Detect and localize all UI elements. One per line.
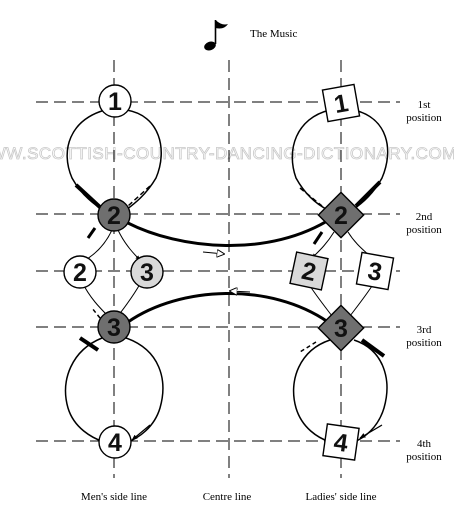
position-1-line2: position (406, 112, 442, 124)
man-2: 2 (97, 198, 131, 232)
man-2-ghost: 2 (63, 255, 97, 289)
lady-3-label: 3 (334, 315, 348, 343)
man-3: 3 (97, 310, 131, 344)
cross-arrow-down (125, 216, 333, 247)
man-1: 1 (98, 84, 132, 118)
svg-text:3: 3 (366, 257, 385, 287)
lady-2-label: 2 (334, 202, 348, 230)
lady-3-ghost: 3 (355, 251, 395, 291)
man-3-ghost: 3 (130, 255, 164, 289)
position-3-line2: position (406, 337, 442, 349)
svg-text:4: 4 (332, 428, 350, 458)
position-2-line1: 2nd (416, 211, 433, 223)
svg-text:1: 1 (108, 88, 122, 116)
svg-text:2: 2 (299, 257, 318, 287)
svg-text:3: 3 (107, 314, 121, 342)
cross-arrow-down-head (202, 252, 224, 254)
lady-2 (317, 191, 365, 239)
ladies-side-label: Ladies' side line (305, 491, 376, 503)
position-2-line2: position (406, 224, 442, 236)
man-4: 4 (98, 425, 132, 459)
lady-3 (317, 304, 365, 352)
side-lines (113, 60, 342, 478)
svg-text:1: 1 (332, 89, 351, 119)
position-labels: 1st position 2nd position 3rd position 4… (406, 99, 442, 463)
position-1-line1: 1st (418, 99, 431, 111)
position-4-line2: position (406, 451, 442, 463)
position-4-line1: 4th (417, 438, 432, 450)
svg-text:3: 3 (140, 259, 154, 287)
lady-2-ghost: 2 (289, 251, 329, 291)
men-side-label: Men's side line (81, 491, 147, 503)
cross-arrow-up (127, 292, 329, 324)
cross-arrow-up-head (230, 291, 251, 292)
svg-text:2: 2 (73, 259, 87, 287)
title: The Music (250, 28, 297, 40)
lady-4: 4 (322, 423, 360, 461)
svg-text:2: 2 (107, 202, 121, 230)
svg-text:4: 4 (108, 429, 122, 457)
lady-1: 1 (321, 83, 361, 123)
position-3-line1: 3rd (417, 324, 432, 336)
music-note-icon (204, 20, 228, 51)
centre-label: Centre line (203, 491, 252, 503)
